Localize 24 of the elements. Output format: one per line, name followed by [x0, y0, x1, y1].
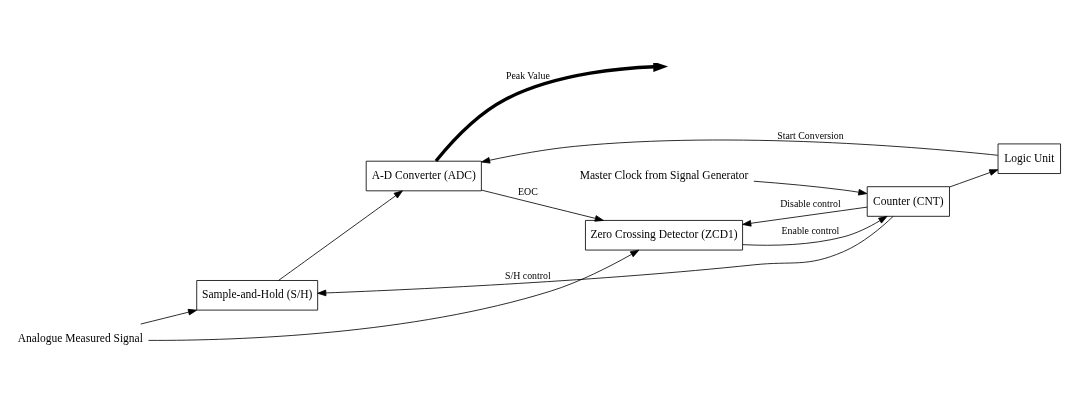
node-box: A-D Converter (ADC): [365, 160, 482, 191]
arrow: [317, 215, 894, 296]
arrow: [742, 215, 888, 246]
node-text: Analogue Measured Signal: [17, 331, 143, 344]
edge-label: Disable control: [780, 197, 841, 209]
arrow: [278, 189, 403, 281]
edge-label: Start Conversion: [777, 129, 844, 141]
arrow: [434, 62, 669, 162]
arrow: [481, 139, 999, 163]
arrow: [949, 168, 999, 187]
arrow: [148, 249, 640, 341]
edge-label: EOC: [517, 185, 538, 197]
edge-label: S/H control: [504, 269, 551, 281]
edge-label: Peak Value: [505, 69, 550, 81]
arrow: [742, 206, 868, 227]
node-box: Sample-and-Hold (S/H): [196, 279, 319, 311]
arrow: [140, 308, 198, 324]
node-box: Zero Crossing Detector (ZCD1): [585, 219, 743, 250]
arrow: [753, 180, 868, 195]
arrow: [481, 189, 604, 222]
node-text: Master Clock from Signal Generator: [579, 168, 749, 181]
node-box: Logic Unit: [997, 143, 1061, 174]
edge-label: Enable control: [781, 224, 840, 236]
node-box: Counter (CNT): [866, 185, 950, 217]
